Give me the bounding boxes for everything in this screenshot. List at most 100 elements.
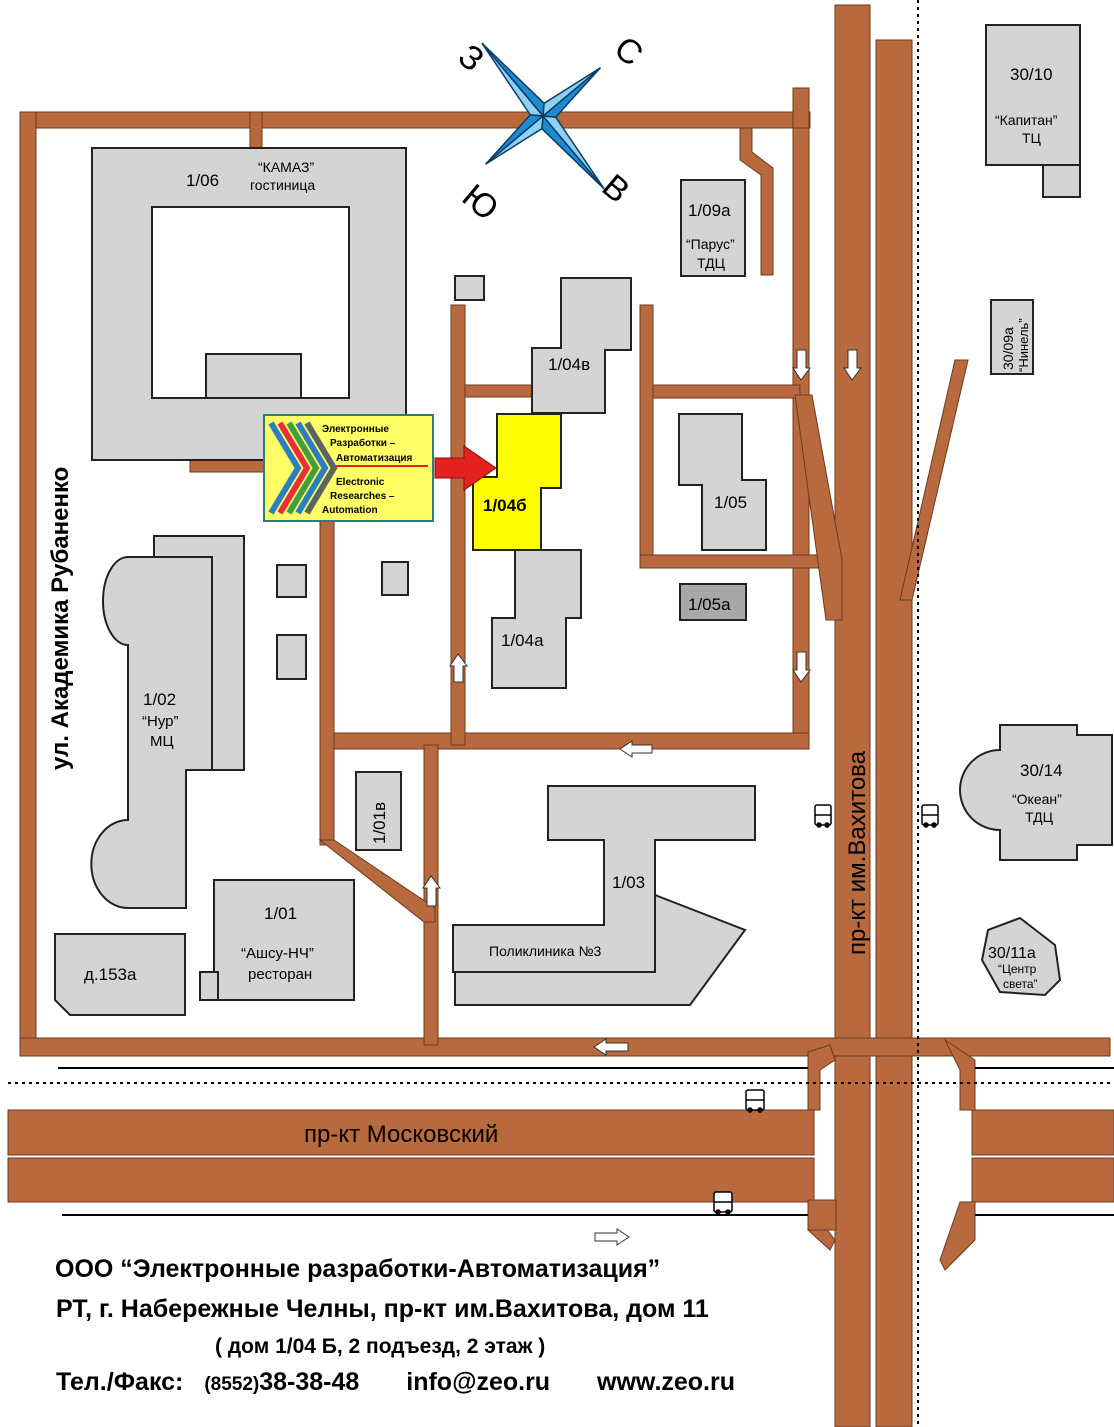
street-label-east: пр-кт им.Вахитова <box>844 750 871 955</box>
bus-stops <box>713 804 939 1215</box>
bus-stop-icon <box>814 804 832 828</box>
road-west-inner-vertical <box>319 499 335 846</box>
label-1-01-name2: ресторан <box>248 966 312 983</box>
label-1-09a-name1: “Парус” <box>686 236 735 252</box>
bus-stop-icon <box>713 1191 733 1215</box>
compass-east-label: В <box>595 167 637 211</box>
road-moskovsky-east-north-lane <box>971 1109 1114 1156</box>
logo-en-line2: Researches – <box>330 491 395 502</box>
compass-rose-icon <box>481 42 605 190</box>
label-30-11a-name2: света” <box>1003 977 1038 991</box>
phone-code: (8552) <box>204 1374 260 1395</box>
label-1-03-num: 1/03 <box>612 873 645 892</box>
road-east-access <box>943 1038 976 1111</box>
label-1-01v: 1/01в <box>370 802 389 844</box>
building-1-05 <box>678 413 767 551</box>
road-vakhitova-west-lane <box>834 4 871 1427</box>
building-1-06-annex <box>205 353 302 399</box>
label-30-10-name2: ТЦ <box>1022 130 1042 146</box>
road-stub-north <box>249 111 263 153</box>
building-1-01-annex <box>199 971 219 1001</box>
road-vakhitova-merge <box>794 394 843 621</box>
road-parus-access <box>739 127 774 276</box>
compass-north-label: С <box>607 29 650 74</box>
label-1-02-name2: МЦ <box>150 733 174 750</box>
label-1-04a: 1/04а <box>501 631 544 650</box>
road-junction-south-service <box>807 1199 837 1231</box>
label-30-14-name1: “Океан” <box>1012 791 1062 807</box>
logo-ru-line2: Разработки – <box>330 437 396 449</box>
logo-en-line3: Automation <box>322 505 378 516</box>
road-center-vertical <box>450 304 466 746</box>
label-1-09a-num: 1/09а <box>688 201 731 220</box>
phone-label: Тел./Факс: <box>56 1368 184 1396</box>
building-1-09a <box>680 179 746 277</box>
street-label-west: ул. Академика Рубаненко <box>47 467 74 770</box>
road-stub-west <box>189 459 271 473</box>
label-30-10-num: 30/10 <box>1010 65 1053 84</box>
road-east-access-south <box>939 1201 976 1271</box>
label-1-02-num: 1/02 <box>143 690 176 709</box>
arrow-down-east-service-2 <box>792 651 811 683</box>
logo-ru-line1: Электронные <box>322 424 389 435</box>
arrow-right-bottom <box>594 1228 630 1246</box>
road-diagonal-sw <box>318 839 436 923</box>
label-1-09a-name2: ТДЦ <box>697 255 726 271</box>
label-1-05a: 1/05а <box>688 595 731 614</box>
compass-south-label: Ю <box>455 177 506 228</box>
label-30-11a-name1: “Центр <box>998 962 1037 976</box>
building-labels: 1/06 “КАМАЗ” гостиница 1/09а “Парус” ТДЦ… <box>84 65 1063 991</box>
road-mid-horizontal <box>319 732 810 750</box>
bus-stop-icon <box>745 1089 765 1113</box>
label-30-10-name1: “Капитан” <box>995 112 1058 128</box>
building-1-06 <box>91 147 407 461</box>
road-junction-nw <box>807 1044 836 1111</box>
label-1-01-num: 1/01 <box>264 904 297 923</box>
arrow-left-south <box>593 1038 629 1056</box>
building-30-09a <box>990 299 1034 375</box>
email-link[interactable]: info@zeo.ru <box>406 1368 551 1396</box>
road-moskovsky-east-south-lane <box>971 1157 1114 1203</box>
logo-chevrons-icon <box>268 421 338 515</box>
label-153a: д.153а <box>84 965 137 984</box>
label-1-04b: 1/04б <box>483 496 527 515</box>
building-small-2 <box>381 561 409 596</box>
logo-ru-line3: Автоматизация <box>336 453 413 464</box>
road-west-vertical <box>19 111 37 1053</box>
company-logo: Электронные Разработки – Автоматизация E… <box>263 414 434 522</box>
building-1-01 <box>213 879 355 1001</box>
label-30-11a-num: 30/11а <box>988 945 1036 962</box>
black-lines <box>58 1067 1114 1216</box>
building-small-3 <box>276 634 307 680</box>
building-30-14 <box>959 724 1113 861</box>
address: РТ, г. Набережные Челны, пр-кт им.Вахито… <box>56 1295 709 1323</box>
street-label-south: пр-кт Московский <box>304 1121 498 1148</box>
road-south-service <box>19 1037 1111 1057</box>
road-loop-bottom <box>639 554 841 569</box>
label-30-09a-name1: “Нинель” <box>1016 318 1031 372</box>
bus-stop-icon <box>921 804 939 828</box>
road-north <box>19 111 811 129</box>
label-1-04v: 1/04в <box>548 355 590 374</box>
building-1-03 <box>452 785 756 973</box>
building-153a <box>54 933 186 1016</box>
website-link[interactable]: www.zeo.ru <box>597 1368 736 1396</box>
road-loop-top <box>639 384 801 399</box>
roads <box>7 4 1114 1427</box>
label-30-14-num: 30/14 <box>1020 761 1063 780</box>
building-small-1 <box>276 564 307 598</box>
buildings <box>54 24 1113 1016</box>
label-30-09a-num: 30/09а <box>1000 327 1016 370</box>
road-east-service-upper <box>792 87 810 129</box>
building-small-north <box>454 275 485 301</box>
building-1-01v <box>355 771 402 851</box>
label-1-06-name1: “КАМАЗ” <box>258 159 314 175</box>
label-1-06-name2: гостиница <box>250 177 315 193</box>
road-loop-left <box>639 304 654 568</box>
road-vakhitova-east-lane <box>875 39 913 1427</box>
road-moskovsky-south-lane <box>7 1157 815 1203</box>
label-1-03-name1: Поликлиника №3 <box>489 943 601 959</box>
phone-number: 38-38-48 <box>259 1368 360 1396</box>
label-1-02-name1: “Нур” <box>142 713 179 730</box>
building-1-02 <box>90 556 213 909</box>
